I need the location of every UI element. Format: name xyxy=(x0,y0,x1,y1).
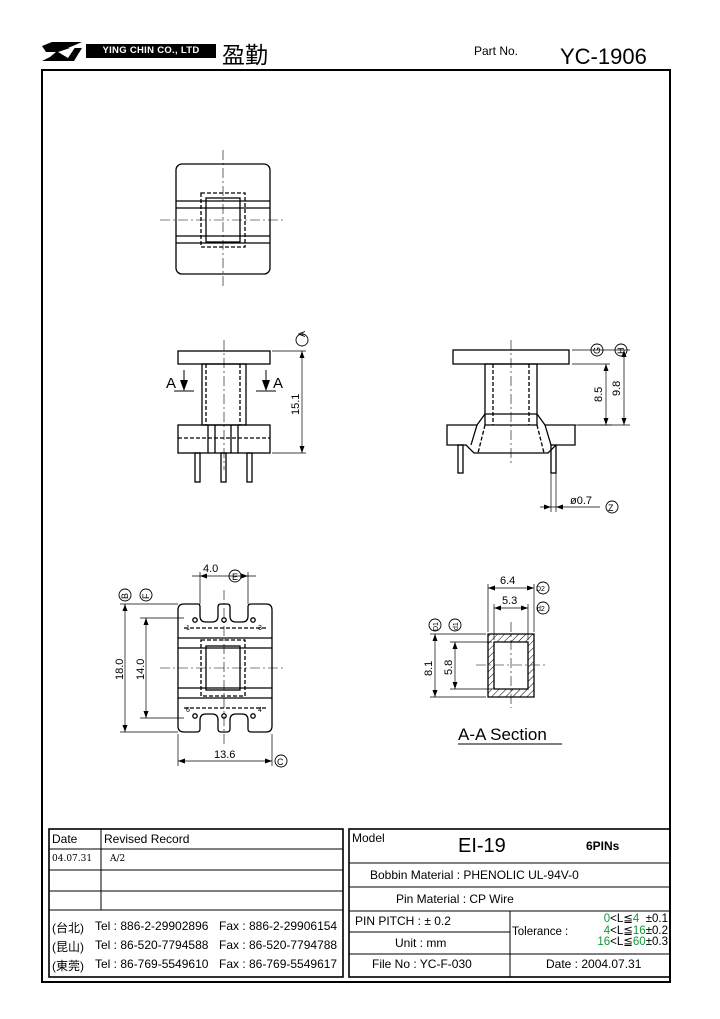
rev-header-record: Revised Record xyxy=(104,832,190,846)
tolerance-label: Tolerance : xyxy=(512,926,569,938)
dim-right-h2: 9.8 xyxy=(611,381,623,396)
section-marker-left: A xyxy=(166,375,176,392)
circle-labels-bottom xyxy=(118,569,288,768)
bobbin-material: Bobbin Material : PHENOLIC UL-94V-0 xyxy=(370,868,579,882)
company-name-en: YING CHIN CO., LTD xyxy=(86,44,216,58)
pin-number-3: 3 xyxy=(258,625,262,632)
contact-city-1: (台北) xyxy=(52,921,84,935)
part-no-label: Part No. xyxy=(474,44,519,58)
section-view xyxy=(430,584,546,708)
top-view xyxy=(160,150,286,286)
circle-label-d1: D1 xyxy=(433,622,440,631)
pin-count: 6PINs xyxy=(586,839,620,853)
title-block-lines xyxy=(48,828,671,978)
circle-label-a-top xyxy=(295,333,309,347)
tol-hi-1: 4 xyxy=(632,913,640,925)
dim-sec-w-inner: 5.3 xyxy=(502,595,517,607)
tol-hi-3: 60 xyxy=(632,936,646,948)
unit: Unit : mm xyxy=(395,936,447,950)
tol-lo-3: 16 xyxy=(597,936,611,948)
bottom-view xyxy=(120,572,285,766)
contact-city-2: (昆山) xyxy=(52,940,84,954)
circle-label-f: F xyxy=(141,593,151,599)
rev-row-date: 04.07.31 xyxy=(52,854,93,864)
side-view xyxy=(446,340,630,512)
tolerance-line-1: 0<L≦4 ±0.1 xyxy=(603,913,668,925)
rev-row-record: A/2 xyxy=(110,854,126,864)
part-no-value: YC-1906 xyxy=(560,44,647,69)
pin-material: Pin Material : CP Wire xyxy=(396,892,514,906)
tol-op-1: <L≦ xyxy=(610,913,633,925)
dim-sec-h-outer: 8.1 xyxy=(423,661,435,676)
drawing-date: Date : 2004.07.31 xyxy=(546,957,642,971)
dim-side-height: 15.1 xyxy=(290,394,302,415)
drawing-frame xyxy=(41,69,671,983)
company-name-cn: 盈勤 xyxy=(222,43,268,69)
pin-number-1: 1 xyxy=(186,625,190,632)
tolerance-line-2: 4<L≦16±0.2 xyxy=(603,925,668,937)
tol-hi-2: 16 xyxy=(632,925,646,937)
section-marker-right: A xyxy=(273,375,283,392)
dim-bottom-w-top: 4.0 xyxy=(203,563,218,575)
circle-label-a-text: A xyxy=(297,331,307,337)
pin-number-6: 6 xyxy=(186,707,190,714)
dim-bottom-h-outer: 18.0 xyxy=(114,659,126,680)
section-title: A-A Section xyxy=(458,725,547,744)
circle-label-z: Z xyxy=(608,503,614,513)
circle-label-d2: D2 xyxy=(536,586,545,593)
contact-tel-2: Tel : 86-520-7794588 xyxy=(95,938,209,952)
contact-tel-1: Tel : 886-2-29902896 xyxy=(95,919,209,933)
dim-bottom-h-inner: 14.0 xyxy=(135,659,147,680)
rev-header-date: Date xyxy=(52,832,78,846)
pin-number-4: 4 xyxy=(258,707,262,714)
dim-sec-h-inner: 5.8 xyxy=(443,660,455,675)
dim-sec-w-outer: 6.4 xyxy=(500,575,515,587)
contact-fax-1: Fax : 886-2-29906154 xyxy=(219,919,338,933)
contact-city-3: (東莞) xyxy=(52,959,84,973)
contact-tel-3: Tel : 86-769-5549610 xyxy=(95,957,209,971)
pin-pitch: PIN PITCH : ± 0.2 xyxy=(355,914,451,928)
contact-fax-3: Fax : 86-769-5549617 xyxy=(219,957,338,971)
circle-label-c: C xyxy=(277,757,284,767)
front-view xyxy=(174,340,306,483)
contact-fax-2: Fax : 86-520-7794788 xyxy=(219,938,338,952)
circle-label-d1-lower: d1 xyxy=(453,622,460,630)
tol-op-3: <L≦ xyxy=(610,936,633,948)
circle-labels-section xyxy=(428,581,550,632)
dim-pin-dia: ø0.7 xyxy=(570,495,592,507)
dim-bottom-w: 13.6 xyxy=(214,749,235,761)
circle-label-b: B xyxy=(120,593,130,599)
file-no: File No : YC-F-030 xyxy=(372,957,472,971)
tol-lo-1: 0 xyxy=(603,913,611,925)
tol-lo-2: 4 xyxy=(603,925,611,937)
tol-val-1: ±0.1 xyxy=(645,913,668,925)
company-logo xyxy=(42,42,82,61)
circle-label-d2-lower: d2 xyxy=(537,606,545,613)
tolerance-line-3: 16<L≦60±0.3 xyxy=(597,936,668,948)
tol-val-3: ±0.3 xyxy=(645,936,668,948)
tol-val-2: ±0.2 xyxy=(645,925,668,937)
circle-label-e: E xyxy=(232,572,238,582)
circle-label-g: G xyxy=(592,347,602,354)
circle-label-h: H xyxy=(616,348,626,355)
dim-right-h1: 8.5 xyxy=(593,387,605,402)
model-label: Model xyxy=(352,831,385,845)
model-value: EI-19 xyxy=(458,835,506,857)
tol-op-2: <L≦ xyxy=(610,925,633,937)
circle-labels-side xyxy=(590,343,628,514)
